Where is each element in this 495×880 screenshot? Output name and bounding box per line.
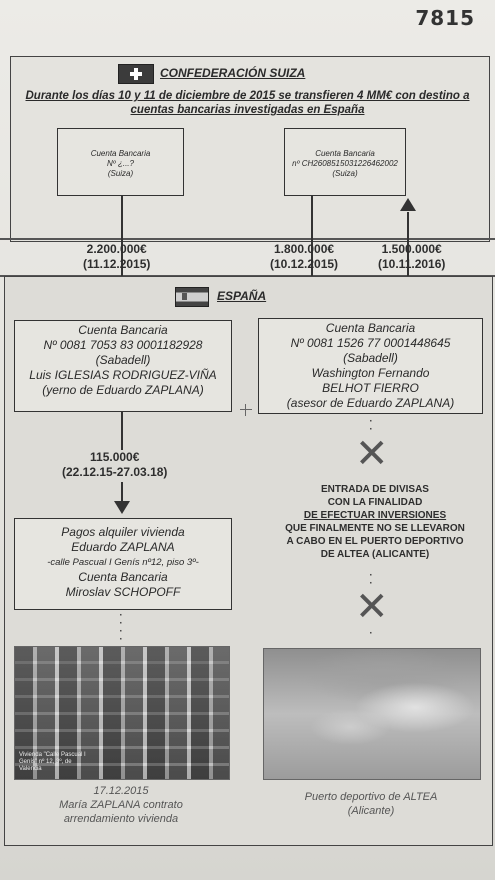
switzerland-title: CONFEDERACIÓN SUIZA — [160, 66, 306, 80]
arrow-line-t1 — [121, 196, 123, 290]
account-label: Cuenta Bancaria — [315, 149, 375, 158]
account-number: Nº 0081 1526 77 0001448645 — [290, 336, 451, 350]
account-bank: (Sabadell) — [343, 351, 398, 365]
transfer-amount-2: 1.800.000€ (10.12.2015) — [270, 242, 338, 272]
transfer-amount-3: 1.500.000€ (10.11.2016) — [378, 242, 445, 272]
arrow-down-icon — [114, 501, 130, 514]
foreign-currency-note: ENTRADA DE DIVISAS CON LA FINALIDAD DE E… — [265, 483, 485, 561]
amount-value: 1.500.000€ — [381, 242, 442, 256]
account-number: nº CH2608515031226462002 — [292, 159, 398, 168]
page-number: 7815 — [415, 6, 475, 30]
note-line: DE ALTEA (ALICANTE) — [320, 549, 430, 560]
crosshair-icon — [240, 404, 252, 416]
rent-address: -calle Pascual I Genís nº12, piso 3º- — [47, 557, 199, 568]
altea-port-photo — [263, 648, 481, 780]
transfer-amount-4: 115.000€ (22.12.15-27.03.18) — [62, 450, 167, 480]
spain-title: ESPAÑA — [217, 289, 267, 303]
account-holder-relation: (yerno de Eduardo ZAPLANA) — [42, 383, 204, 397]
caption-text: arrendamiento vivienda — [63, 813, 179, 825]
caption-text: María ZAPLANA contrato — [59, 799, 183, 811]
swiss-account-right: Cuenta Bancaria nº CH2608515031226462002… — [284, 128, 406, 196]
account-label: Cuenta Bancaria — [90, 149, 151, 158]
account-country: (Suiza) — [332, 169, 358, 178]
caption-left: 17.12.2015 María ZAPLANA contrato arrend… — [14, 784, 228, 826]
account-number: Nº ¿...? — [107, 159, 134, 168]
swiss-account-left: Cuenta Bancaria Nº ¿...? (Suiza) — [57, 128, 184, 196]
arrow-line-t4 — [121, 412, 123, 450]
account-country: (Suiza) — [107, 169, 134, 178]
amount-date: (10.12.2015) — [270, 257, 339, 271]
arrow-line-t4b — [121, 482, 123, 502]
caption-right: Puerto deportivo de ALTEA (Alicante) — [263, 790, 479, 818]
arrow-line-t3 — [407, 212, 409, 316]
spain-account-right: Cuenta Bancaria Nº 0081 1526 77 00014486… — [258, 318, 483, 414]
dotted-connector: · — [369, 628, 373, 639]
dotted-connector: ·· — [369, 570, 373, 589]
caption-text: (Alicante) — [347, 805, 395, 817]
account-label: Cuenta Bancaria — [325, 321, 416, 335]
note-line: CON LA FINALIDAD — [327, 497, 423, 508]
rent-title: Pagos alquiler vivienda — [61, 525, 185, 539]
account-bank: (Sabadell) — [95, 353, 151, 367]
account-holder-relation: (asesor de Eduardo ZAPLANA) — [286, 396, 455, 410]
spain-account-left: Cuenta Bancaria Nº 0081 7053 83 00011829… — [14, 320, 232, 412]
arrow-line-t2 — [311, 196, 313, 302]
account-holder: Washington Fernando — [311, 366, 430, 380]
account-number: Nº 0081 7053 83 0001182928 — [43, 338, 203, 352]
rent-account-label: Cuenta Bancaria — [78, 570, 168, 584]
account-holder: Luis IGLESIAS RODRIGUEZ-VIÑA — [29, 368, 217, 382]
caption-text: Puerto deportivo de ALTEA — [304, 791, 438, 803]
cross-icon: ✕ — [355, 584, 389, 630]
amount-value: 1.800.000€ — [274, 242, 335, 256]
amount-date: (11.12.2015) — [83, 257, 151, 271]
rented-apartment-photo: Vivienda "Calle Pascual I Genís" nº 12, … — [14, 646, 230, 780]
swiss-flag-icon — [118, 64, 154, 84]
note-line: DE EFECTUAR INVERSIONES — [303, 510, 447, 521]
dotted-connector: ···· — [119, 610, 123, 645]
caption-date: 17.12.2015 — [93, 785, 149, 797]
account-holder-surname: BELHOT FIERRO — [322, 381, 419, 395]
cross-icon: ✕ — [355, 431, 389, 477]
note-line: QUE FINALMENTE NO SE LLEVARON — [285, 523, 465, 534]
account-label: Cuenta Bancaria — [78, 323, 168, 337]
rent-tenant: Eduardo ZAPLANA — [71, 540, 175, 554]
dotted-connector: ·· — [369, 416, 373, 435]
arrow-up-icon — [400, 198, 416, 211]
spain-flag-icon — [175, 287, 209, 307]
transfer-amount-1: 2.200.000€ (11.12.2015) — [83, 242, 150, 272]
switzerland-subtitle: Durante los días 10 y 11 de diciembre de… — [25, 90, 470, 116]
amount-value: 115.000€ — [90, 450, 140, 464]
rent-account-holder: Miroslav SCHOPOFF — [65, 585, 181, 599]
rent-payments-box: Pagos alquiler vivienda Eduardo ZAPLANA … — [14, 518, 232, 610]
divider-line — [0, 238, 495, 240]
amount-date: (22.12.15-27.03.18) — [62, 465, 168, 479]
amount-date: (10.11.2016) — [378, 257, 446, 271]
amount-value: 2.200.000€ — [86, 242, 147, 256]
photo-inner-caption: Vivienda "Calle Pascual I Genís" nº 12, … — [19, 752, 86, 772]
note-line: A CABO EN EL PUERTO DEPORTIVO — [286, 536, 464, 547]
note-line: ENTRADA DE DIVISAS — [321, 484, 429, 495]
